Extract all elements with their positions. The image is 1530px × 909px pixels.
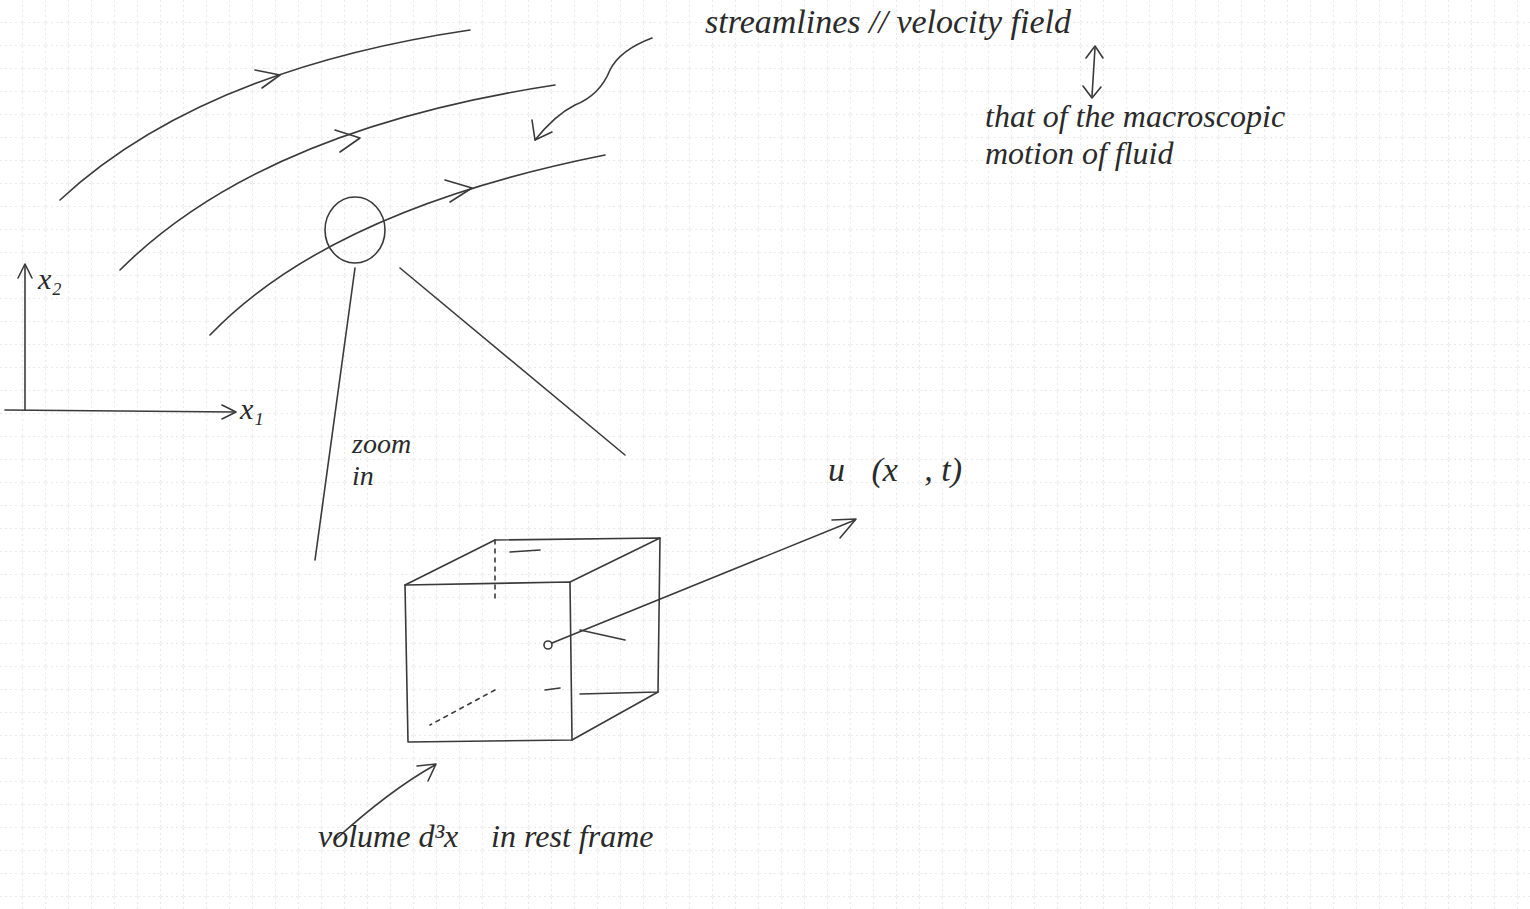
arrow-head	[222, 405, 236, 419]
velocity-vector	[552, 520, 855, 643]
arrow-head	[417, 764, 436, 781]
note: volume d³x⃗ in rest frame	[318, 818, 653, 855]
streamline	[210, 155, 605, 335]
note: streamlines // velocity field	[705, 2, 1071, 41]
arrow-head	[335, 130, 360, 152]
point	[544, 641, 552, 649]
zoom-line	[315, 268, 355, 560]
axis	[5, 410, 235, 412]
axis	[24, 265, 26, 410]
pointer-arrow	[535, 38, 652, 140]
arrow-head	[1083, 86, 1101, 98]
note: that of the macroscopic motion of fluid	[985, 98, 1345, 172]
double-arrow	[1092, 48, 1095, 96]
cube-edge	[405, 538, 660, 740]
axis-label: x₂	[38, 262, 62, 297]
zoom-line	[400, 268, 625, 455]
cube-back	[495, 538, 660, 694]
arrow-head	[832, 519, 856, 538]
cube-front	[405, 582, 572, 742]
note: zoom in	[352, 428, 427, 492]
arrow-head	[18, 264, 32, 278]
arrow-head	[445, 180, 472, 202]
arrow-head	[255, 70, 280, 88]
arrow-head	[1086, 46, 1103, 58]
vector-label: u⃗(x⃗, t)	[828, 450, 962, 489]
arrow-head	[532, 120, 552, 140]
axis-label: x₁	[240, 392, 264, 427]
fluid-element-circle	[325, 197, 385, 263]
